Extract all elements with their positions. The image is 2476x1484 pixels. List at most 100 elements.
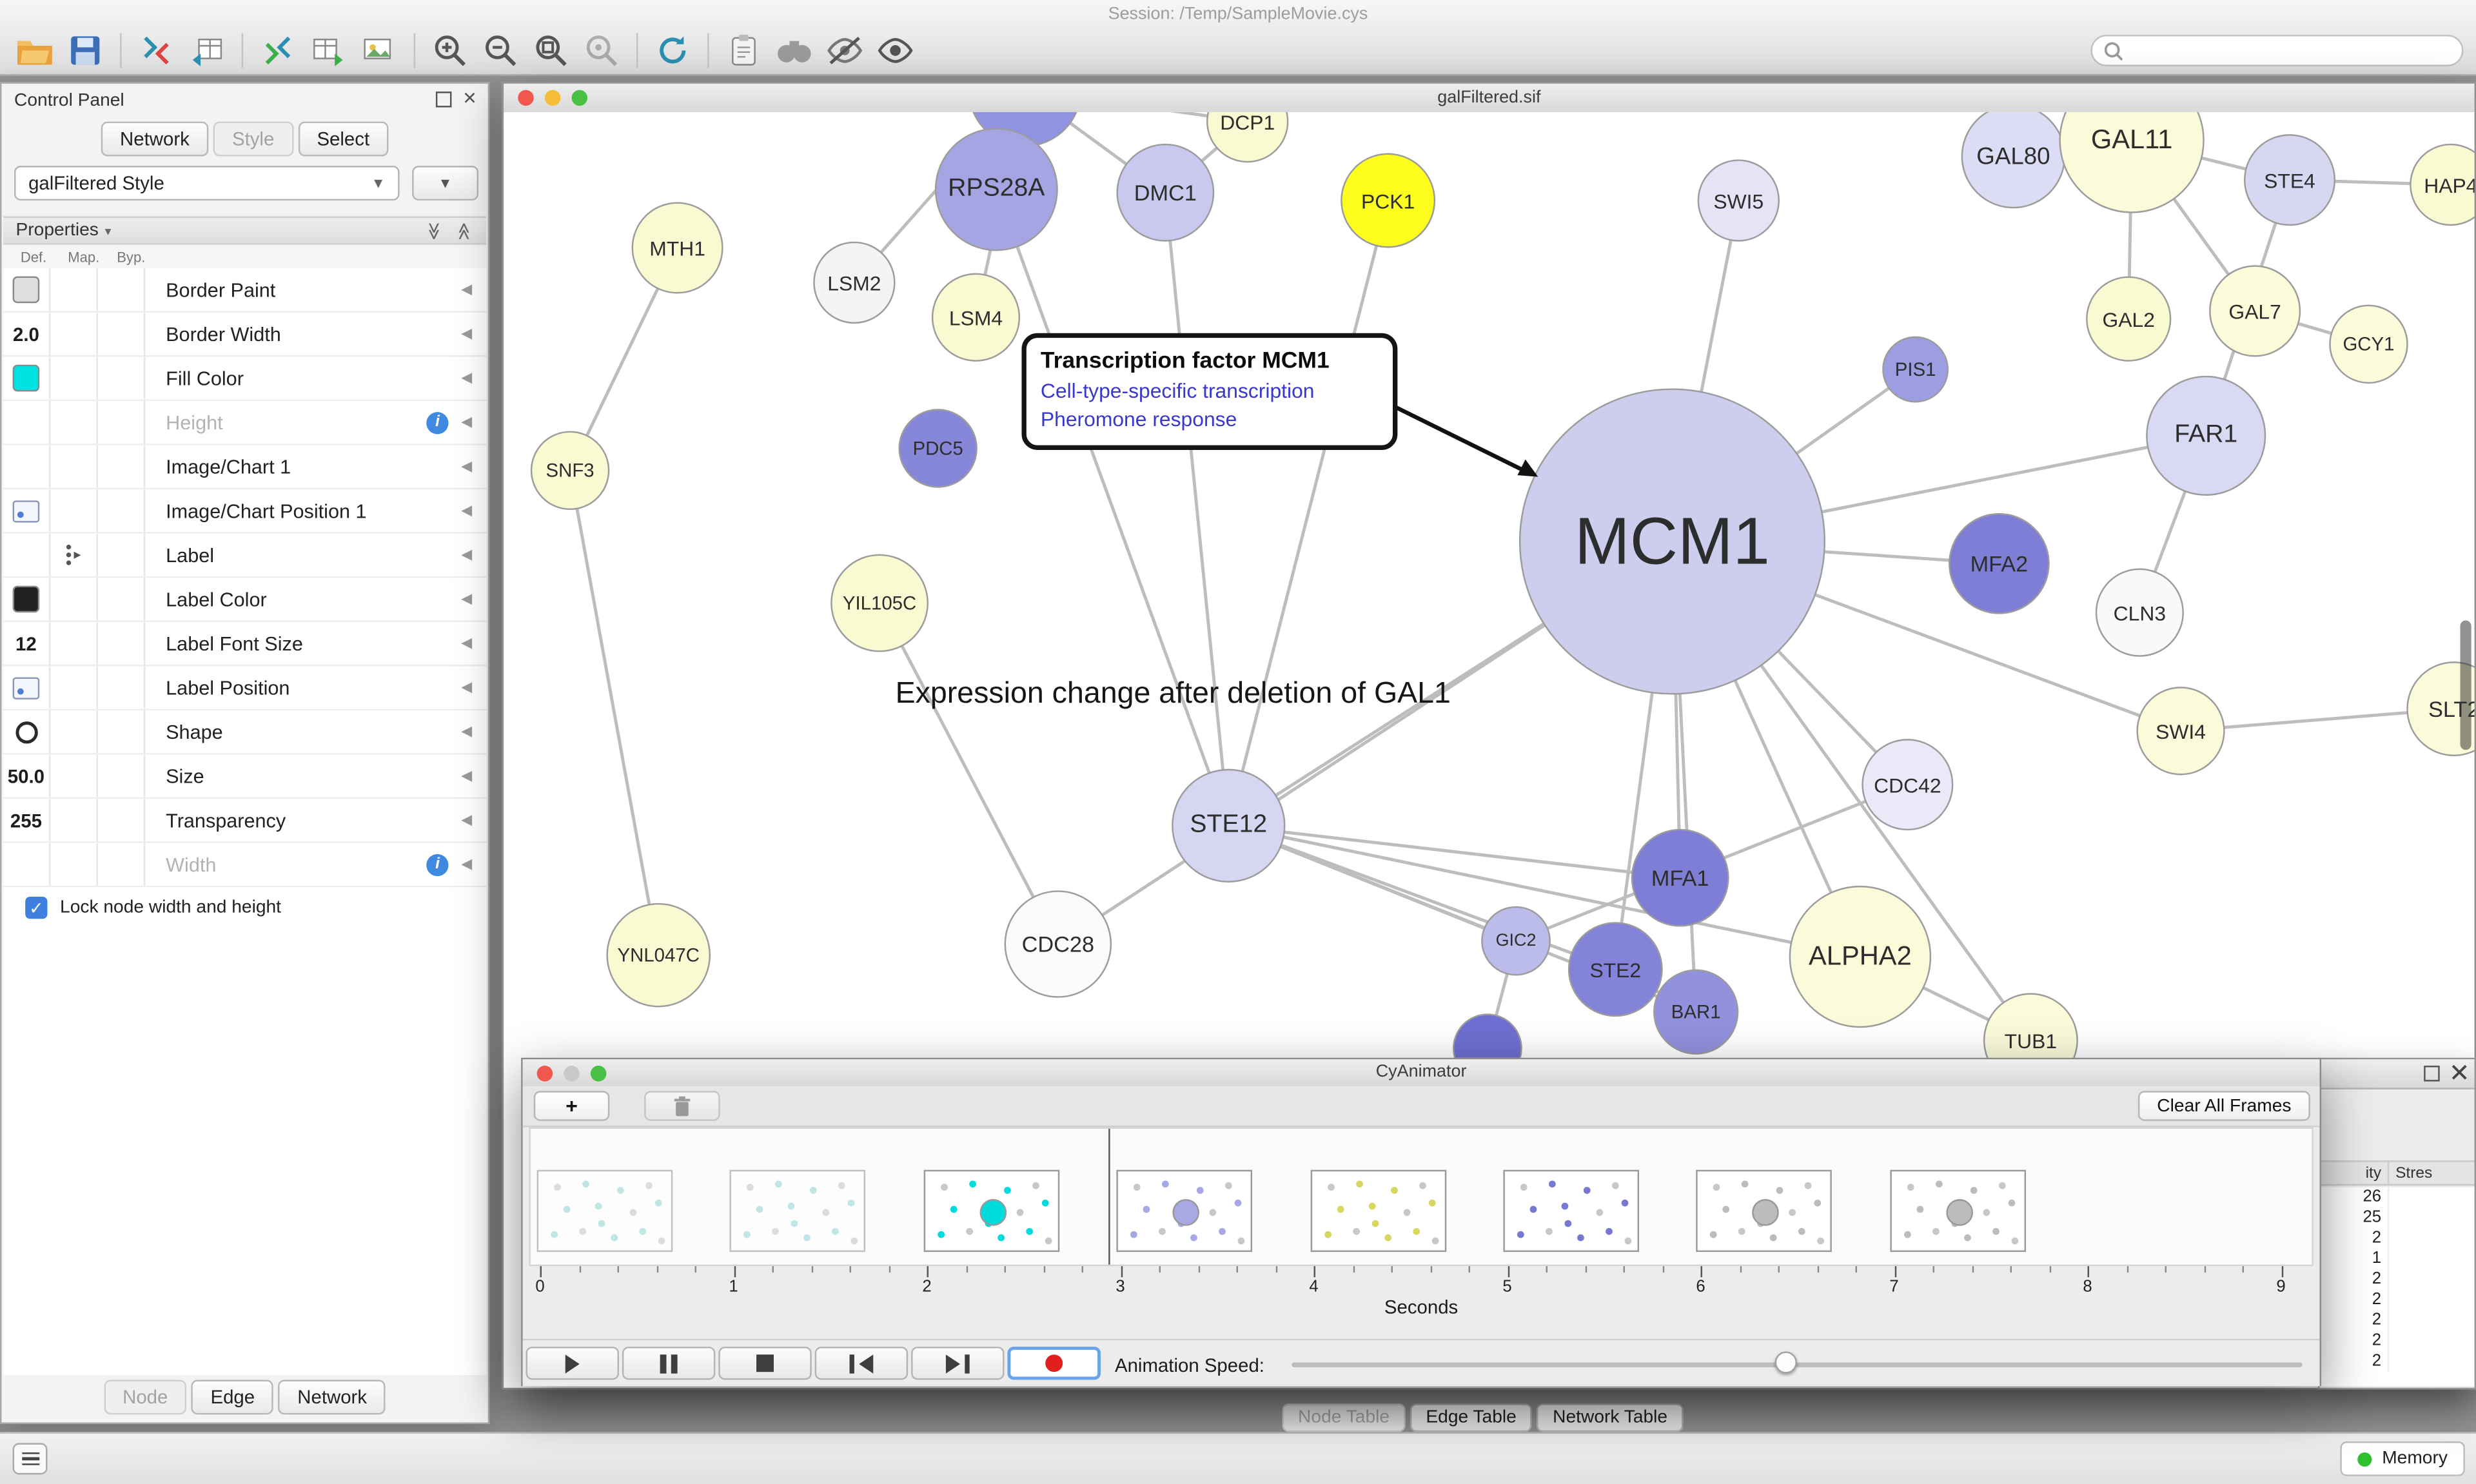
float-panel-icon[interactable]	[2422, 1064, 2440, 1082]
annotation-link[interactable]: Pheromone response	[1040, 407, 1237, 431]
node-snf3[interactable]: SNF3	[530, 431, 610, 511]
node-lsm2[interactable]: LSM2	[813, 241, 896, 324]
table-row[interactable]: 26	[2320, 1187, 2475, 1208]
table-row[interactable]: 2	[2320, 1228, 2475, 1249]
property-row-fill-color[interactable]: Fill Color◀	[3, 356, 487, 402]
tab-network-table[interactable]: Network Table	[1537, 1403, 1684, 1432]
mcm1-annotation[interactable]: Transcription factor MCM1 Cell-type-spec…	[1021, 333, 1398, 450]
speed-slider-thumb[interactable]	[1774, 1351, 1797, 1374]
tab-edge-table[interactable]: Edge Table	[1410, 1403, 1533, 1432]
table-row[interactable]: 25	[2320, 1207, 2475, 1229]
clear-all-frames-button[interactable]: Clear All Frames	[2137, 1091, 2310, 1121]
frame-thumbnail-4[interactable]	[1116, 1169, 1253, 1253]
maximize-window-icon[interactable]	[571, 90, 588, 106]
tab-network[interactable]: Network	[101, 121, 209, 157]
node-mcm1[interactable]: MCM1	[1518, 388, 1826, 695]
stop-button[interactable]	[718, 1346, 812, 1380]
show-icon[interactable]	[870, 30, 920, 72]
network-window-titlebar[interactable]: galFiltered.sif	[504, 83, 2475, 114]
export-table-icon[interactable]	[303, 30, 353, 72]
node-mfa1[interactable]: MFA1	[1631, 828, 1729, 927]
node-pis1[interactable]: PIS1	[1882, 336, 1949, 403]
node-ynl047c[interactable]: YNL047C	[606, 903, 711, 1008]
minimize-window-icon[interactable]	[544, 90, 561, 106]
zoom-out-icon[interactable]	[475, 30, 526, 72]
close-window-icon[interactable]	[518, 90, 534, 106]
node-far1[interactable]: FAR1	[2146, 375, 2266, 496]
first-neighbors-icon[interactable]	[769, 30, 820, 72]
property-row-image-chart-1[interactable]: Image/Chart 1◀	[3, 445, 487, 490]
add-frame-button[interactable]: +	[533, 1091, 610, 1121]
search-box[interactable]	[2090, 34, 2464, 66]
node-cdc28[interactable]: CDC28	[1004, 890, 1112, 998]
color-swatch[interactable]	[12, 585, 40, 613]
column-ity[interactable]: ity	[2320, 1162, 2390, 1184]
frames-strip[interactable]	[529, 1127, 2314, 1267]
speed-slider[interactable]	[1292, 1362, 2303, 1367]
table-row[interactable]: 2	[2320, 1351, 2475, 1372]
node-swi4[interactable]: SWI4	[2136, 687, 2225, 776]
node-mfa2[interactable]: MFA2	[1949, 513, 2050, 614]
node-cdc42[interactable]: CDC42	[1862, 739, 1954, 831]
table-row[interactable]: 2	[2320, 1310, 2475, 1331]
node-swi5[interactable]: SWI5	[1697, 159, 1780, 242]
node-gal2[interactable]: GAL2	[2086, 276, 2172, 362]
zoom-fit-icon[interactable]	[526, 30, 576, 72]
property-row-image-chart-position-1[interactable]: Image/Chart Position 1◀	[3, 489, 487, 534]
node-yil105c[interactable]: YIL105C	[830, 554, 929, 652]
tab-network[interactable]: Network	[278, 1380, 386, 1415]
table-row[interactable]: 2	[2320, 1289, 2475, 1311]
node-alpha2[interactable]: ALPHA2	[1789, 885, 1932, 1028]
node-gic2[interactable]: GIC2	[1481, 906, 1551, 976]
style-select[interactable]: galFiltered Style ▼	[14, 166, 400, 201]
node-bar1[interactable]: BAR1	[1653, 969, 1739, 1055]
node-dmc1[interactable]: DMC1	[1116, 143, 1215, 242]
lock-size-checkbox[interactable]: ✓	[25, 897, 48, 919]
node-ste2[interactable]: STE2	[1567, 922, 1663, 1017]
node-gal7[interactable]: GAL7	[2209, 265, 2301, 357]
column-stress[interactable]: Stres	[2395, 1165, 2433, 1183]
style-options-button[interactable]: ▼	[412, 166, 479, 201]
zoom-selected-icon[interactable]	[576, 30, 627, 72]
frame-thumbnail-3[interactable]	[923, 1169, 1060, 1253]
table-row[interactable]: 1	[2320, 1249, 2475, 1269]
float-panel-icon[interactable]	[434, 90, 451, 108]
color-swatch[interactable]	[12, 276, 40, 304]
collapse-all-icon[interactable]: ≫	[456, 221, 475, 240]
node-ste4[interactable]: STE4	[2244, 134, 2336, 226]
color-swatch[interactable]	[12, 364, 40, 392]
table-panel-titlebar[interactable]: ✕	[2319, 1059, 2475, 1089]
import-table-icon[interactable]	[182, 30, 232, 72]
tab-node[interactable]: Node	[103, 1380, 187, 1415]
close-panel-icon[interactable]: ✕	[462, 90, 477, 109]
cyanimator-titlebar[interactable]: CyAnimator	[522, 1059, 2320, 1088]
frame-thumbnail-8[interactable]	[1890, 1169, 2027, 1253]
node-rps28a[interactable]: RPS28A	[934, 128, 1058, 251]
property-row-shape[interactable]: Shape◀	[3, 710, 487, 755]
save-icon[interactable]	[60, 30, 110, 72]
lock-size-row[interactable]: ✓ Lock node width and height	[3, 887, 487, 929]
tab-edge[interactable]: Edge	[192, 1380, 274, 1415]
export-network-icon[interactable]	[253, 30, 303, 72]
expand-all-icon[interactable]: ≫	[423, 221, 443, 240]
property-row-label[interactable]: ▸Label◀	[3, 533, 487, 578]
table-row[interactable]: 2	[2320, 1269, 2475, 1290]
delete-frame-button[interactable]	[644, 1091, 720, 1121]
pause-button[interactable]	[622, 1346, 716, 1380]
panel-menu-button[interactable]	[12, 1443, 48, 1475]
close-window-icon[interactable]	[536, 1064, 553, 1081]
frame-thumbnail-7[interactable]	[1696, 1169, 1832, 1253]
tab-style[interactable]: Style	[213, 121, 293, 157]
frame-thumbnail-1[interactable]	[536, 1169, 673, 1253]
refresh-icon[interactable]	[647, 30, 698, 72]
record-button[interactable]	[1007, 1346, 1101, 1380]
property-row-label-color[interactable]: Label Color◀	[3, 578, 487, 622]
canvas-scrollbar[interactable]	[2460, 620, 2471, 750]
